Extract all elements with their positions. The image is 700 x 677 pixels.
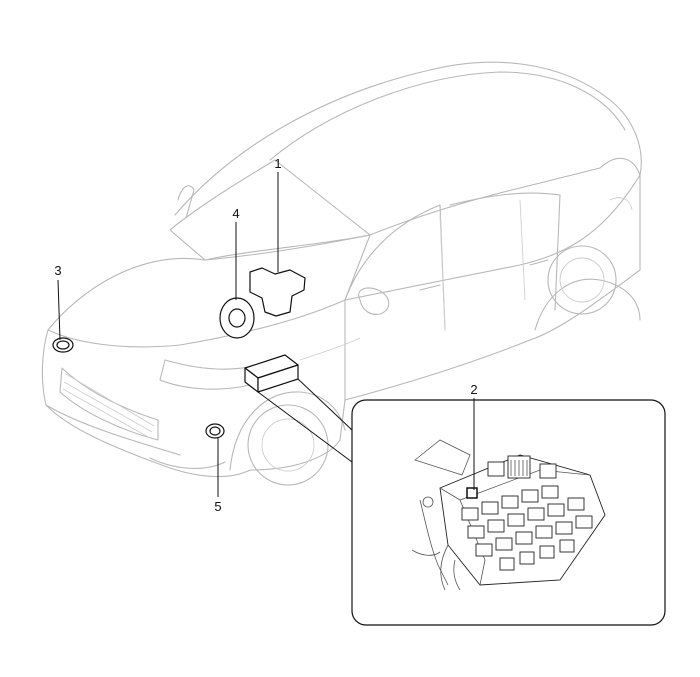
front-impact-sensor [52, 337, 74, 353]
callout-3-leader [57, 279, 61, 341]
vehicle-outline [41, 61, 642, 486]
detail-connector-line [297, 378, 353, 431]
callout-5-label: 5 [214, 499, 221, 514]
callout-4-label: 4 [232, 206, 239, 221]
passenger-airbag-module [249, 267, 306, 317]
control-unit-block [244, 354, 299, 393]
callout-1-label: 1 [274, 156, 281, 171]
junction-box-detail [411, 439, 606, 591]
detail-connector-line [257, 391, 353, 463]
driver-airbag-module [219, 297, 255, 339]
callout-2-label: 2 [470, 382, 477, 397]
lower-sensor [205, 423, 225, 439]
callout-3-label: 3 [54, 263, 61, 278]
